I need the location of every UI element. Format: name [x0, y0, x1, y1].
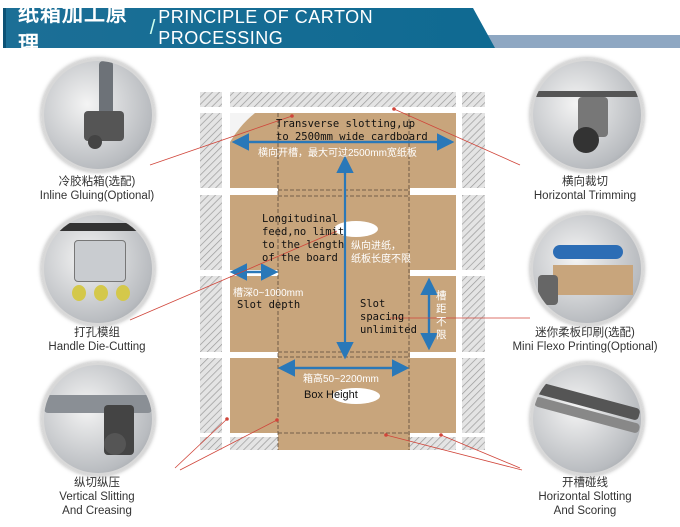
- leader-lines: [129, 108, 530, 471]
- title-cn: 纸箱加工原理: [18, 3, 128, 56]
- label-cn: 迷你柔板印刷(选配): [535, 327, 635, 339]
- label-en: Mini Flexo Printing(Optional): [512, 341, 658, 353]
- label-cn: 冷胶粘箱(选配): [58, 176, 136, 188]
- label-cn: 横向裁切: [562, 176, 608, 188]
- slot-depth-cn: 槽深0~1000mm: [233, 288, 304, 299]
- title-separator: /: [149, 16, 156, 39]
- longitudinal-line: Longitudinal: [262, 213, 338, 225]
- label-en: Vertical Slitting: [59, 491, 135, 503]
- header-accent-bar: [470, 35, 680, 48]
- transverse-en-2: to 2500mm wide cardboard: [276, 131, 428, 143]
- page-header: 纸箱加工原理 / PRINCIPLE OF CARTON PROCESSING: [3, 8, 495, 48]
- label-en: Handle Die-Cutting: [48, 341, 146, 353]
- module-label-die-cutting: 打孔模组 Handle Die-Cutting: [7, 326, 187, 354]
- longitudinal-line: to the length: [262, 239, 345, 251]
- slot-depth-en: Slot depth: [237, 299, 301, 311]
- board-corner: [230, 113, 255, 142]
- gluing-machine-photo: [41, 58, 155, 172]
- slot-spacing-en-2: spacing: [360, 311, 405, 323]
- slotting-machine-photo: [530, 362, 644, 476]
- leader-dots: [225, 107, 443, 437]
- label-en: Inline Gluing(Optional): [39, 190, 155, 202]
- slitting-machine-photo: [41, 362, 155, 476]
- module-label-trimming: 横向裁切 Horizontal Trimming: [495, 175, 675, 203]
- transverse-en-1: Transverse slotting,up: [276, 118, 416, 130]
- label-highlight: [332, 388, 380, 404]
- die-cutting-machine-photo: [41, 212, 155, 326]
- label-en: Horizontal Trimming: [533, 190, 637, 202]
- trimming-machine-photo: [530, 58, 644, 172]
- box-height-cn: 箱高50~2200mm: [303, 374, 379, 385]
- slot-spacing-cn: 槽距不限: [436, 290, 447, 341]
- label-cn: 纵切纵压: [74, 477, 120, 489]
- slot-spacing-en-3: unlimited: [360, 324, 417, 336]
- box-height-en: Box Height: [304, 389, 358, 401]
- transverse-cn: 横向开槽，最大可过2500mm宽纸板: [258, 148, 417, 159]
- flexo-printer-photo: [530, 212, 644, 326]
- longitudinal-line: of the board: [262, 252, 338, 264]
- longitudinal-cn-1: 纵向进纸，: [351, 241, 401, 252]
- title-en: PRINCIPLE OF CARTON PROCESSING: [158, 7, 374, 48]
- label-en: And Scoring: [553, 505, 617, 517]
- longitudinal-line: feed,no limit: [262, 226, 345, 238]
- slot-spacing-en-1: Slot: [360, 298, 386, 310]
- module-label-flexo: 迷你柔板印刷(选配) Mini Flexo Printing(Optional): [495, 326, 675, 354]
- module-label-gluing: 冷胶粘箱(选配) Inline Gluing(Optional): [7, 175, 187, 203]
- label-en: And Creasing: [62, 505, 132, 517]
- score-lines: [277, 113, 410, 450]
- feed-rails: [200, 92, 485, 450]
- label-en: Horizontal Slotting: [538, 491, 632, 503]
- longitudinal-cn-2: 纸板长度不限: [351, 254, 411, 265]
- label-cn: 开槽碰线: [562, 477, 608, 489]
- longitudinal-en: Longitudinal feed,no limit to the length…: [262, 213, 344, 265]
- label-cn: 打孔模组: [74, 327, 120, 339]
